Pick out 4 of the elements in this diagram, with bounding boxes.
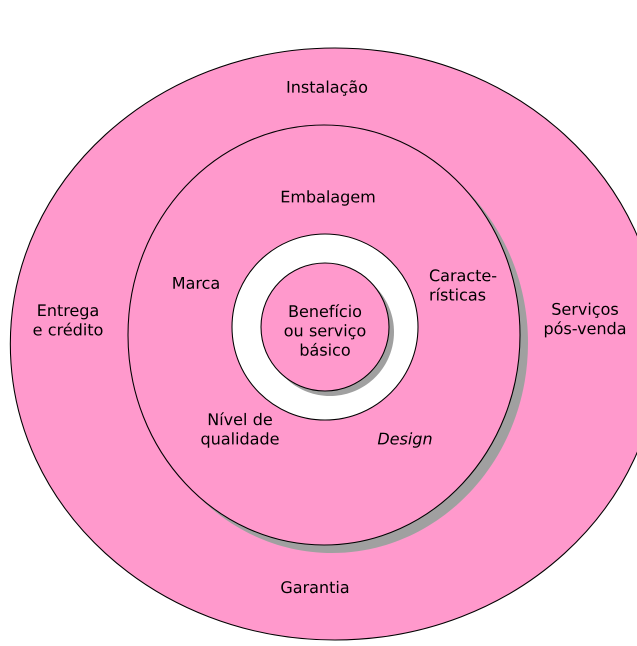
ring-label: Instalação: [288, 80, 368, 96]
ring-label: Entrega e crédito: [34, 304, 102, 336]
ring-label: Garantia: [281, 580, 348, 594]
ring-label: Serviços pós-venda: [544, 302, 626, 338]
